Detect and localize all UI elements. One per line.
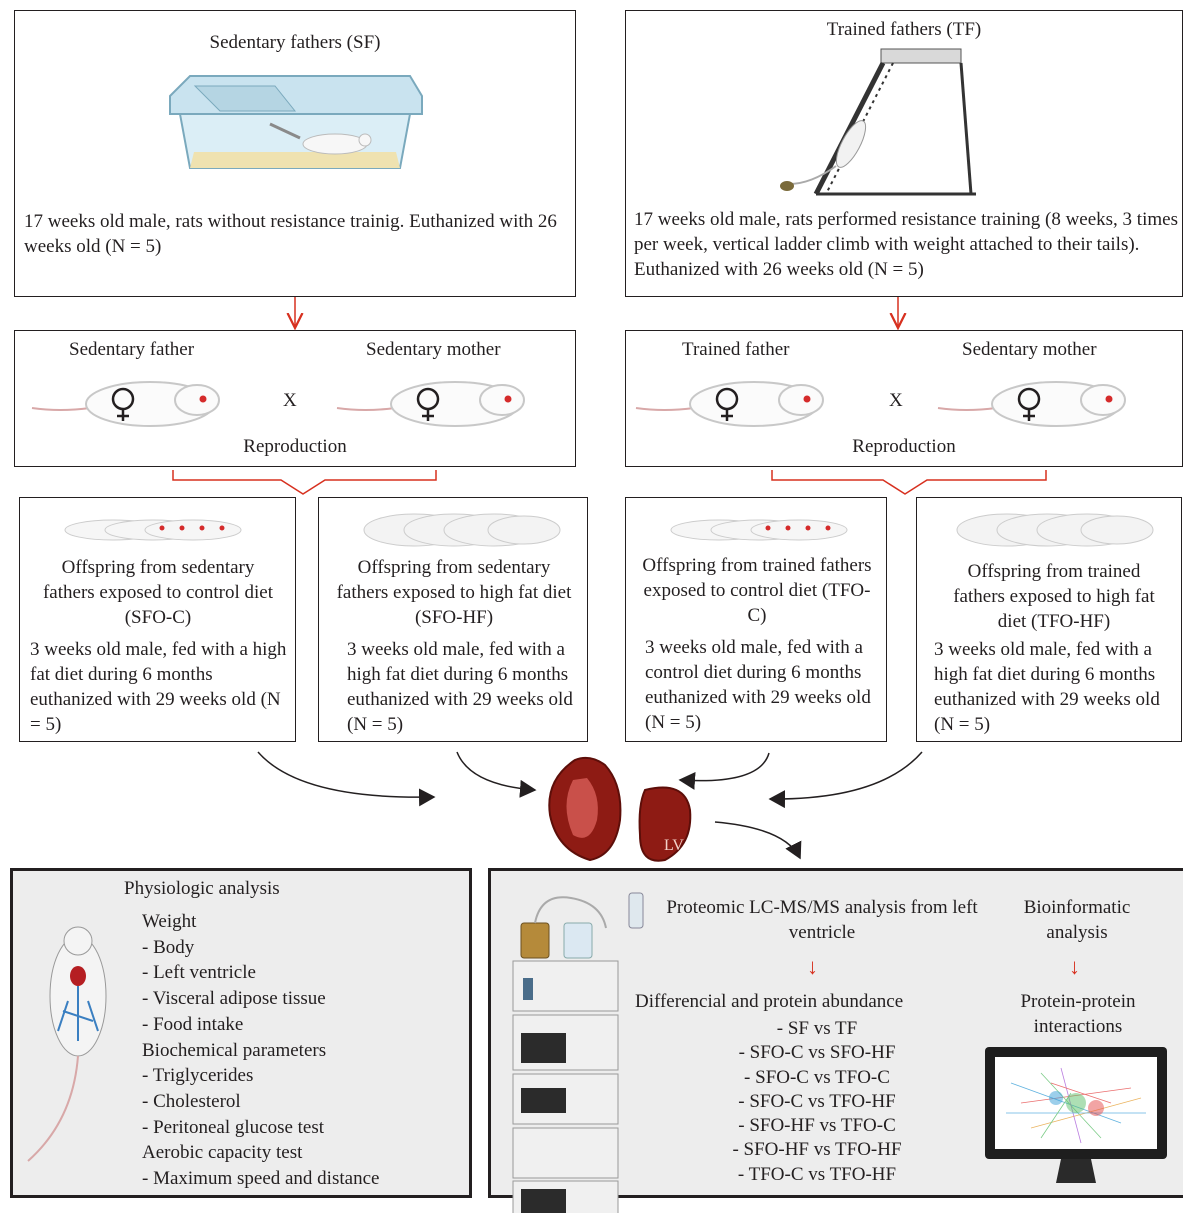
arrow-sfo-c-to-heart xyxy=(257,751,436,807)
tf-box: Trained fathers (TF) 17 weeks old male, … xyxy=(625,10,1183,297)
comparison-item: - SFO-HF vs TFO-HF xyxy=(732,1139,902,1161)
reproduction-right-box: Trained father Sedentary mother X Reprod… xyxy=(625,330,1183,467)
cross-symbol-left: X xyxy=(283,390,297,411)
reproduction-left-box: Sedentary father Sedentary mother X Repr… xyxy=(14,330,576,467)
bioinformatic-arrow: ↓ xyxy=(1069,954,1080,979)
ladder-illustration xyxy=(780,48,976,196)
proteomic-panel: Proteomic LC-MS/MS analysis from left ve… xyxy=(488,868,1183,1213)
offspring-title: Offspring from sedentary fathers exposed… xyxy=(42,557,274,628)
offspring-sfo-c-box: Offspring from sedentary fathers exposed… xyxy=(19,497,296,742)
offspring-rats-icon xyxy=(670,519,848,541)
monitor-network-illustration xyxy=(985,1047,1167,1183)
comparison-list: - SF vs TF - SFO-C vs SFO-HF - SFO-C vs … xyxy=(635,1017,999,1187)
bracket-left xyxy=(172,470,437,495)
proteomic-arrow: ↓ xyxy=(807,954,818,979)
comparison-item: - SFO-C vs TFO-HF xyxy=(738,1090,896,1112)
bioinformatic-result: Protein-protein interactions xyxy=(1020,991,1136,1037)
proteomic-subtitle: Differencial and protein abundance xyxy=(635,991,904,1012)
cage-illustration xyxy=(169,75,423,169)
reproduction-label-left: Reproduction xyxy=(243,436,347,457)
physiologic-panel: Physiologic analysis Weight - Body - Lef… xyxy=(10,868,472,1198)
physiologic-item: - Cholesterol xyxy=(142,1090,241,1112)
sf-description: 17 weeks old male, rats without resistan… xyxy=(24,211,557,257)
proteomic-title: Proteomic LC-MS/MS analysis from left ve… xyxy=(666,897,978,943)
comparison-item: - SF vs TF xyxy=(776,1018,858,1039)
physiologic-item: - Visceral adipose tissue xyxy=(142,988,326,1010)
trained-father-rat-icon xyxy=(635,381,824,427)
physiologic-item: - Food intake xyxy=(142,1013,244,1035)
offspring-rats-icon xyxy=(64,519,242,541)
offspring-description: 3 weeks old male, fed with a control die… xyxy=(645,637,871,733)
mother-rat-icon-right xyxy=(937,381,1126,427)
heart-illustration xyxy=(548,756,692,862)
offspring-description: 3 weeks old male, fed with a high fat di… xyxy=(30,639,287,735)
father-rat-icon xyxy=(31,381,220,427)
bracket-right xyxy=(771,470,1047,495)
sf-box: Sedentary fathers (SF) 17 weeks old male… xyxy=(14,10,576,297)
bioinformatic-title: Bioinformatic analysis xyxy=(1023,897,1131,943)
comparison-item: - SFO-C vs TFO-C xyxy=(744,1066,890,1088)
physiologic-item: Biochemical parameters xyxy=(142,1039,327,1061)
physiologic-item: - Left ventricle xyxy=(142,962,256,984)
physiologic-item: Aerobic capacity test xyxy=(142,1142,303,1164)
comparison-item: - SFO-HF vs TFO-C xyxy=(738,1115,896,1137)
lc-ms-instrument-illustration xyxy=(512,892,644,1213)
sf-title: Sedentary fathers (SF) xyxy=(209,32,381,53)
reproduction-label-right: Reproduction xyxy=(852,436,956,457)
offspring-title: Offspring from trained fathers exposed t… xyxy=(953,561,1155,632)
trained-father-label: Trained father xyxy=(682,339,790,360)
offspring-title: Offspring from trained fathers exposed t… xyxy=(642,555,872,626)
offspring-tfo-c-box: Offspring from trained fathers exposed t… xyxy=(625,497,887,742)
lv-label: LV xyxy=(664,837,684,854)
arrow-sfo-hf-to-heart xyxy=(456,751,537,798)
sedentary-mother-label-right: Sedentary mother xyxy=(962,339,1097,360)
arrow-tfo-hf-to-heart xyxy=(768,751,923,809)
offspring-title: Offspring from sedentary fathers exposed… xyxy=(336,557,572,628)
tf-description: 17 weeks old male, rats performed resist… xyxy=(634,209,1178,280)
offspring-description: 3 weeks old male, fed with a high fat di… xyxy=(934,639,1160,735)
offspring-description: 3 weeks old male, fed with a high fat di… xyxy=(347,639,573,735)
tf-title: Trained fathers (TF) xyxy=(826,19,982,40)
physiologic-list: Weight - Body - Left ventricle - Viscera… xyxy=(142,909,379,1192)
physiologic-item: - Peritoneal glucose test xyxy=(142,1116,325,1138)
physiologic-item: - Body xyxy=(142,936,195,958)
rat-anatomy-illustration xyxy=(27,926,107,1162)
offspring-rats-icon xyxy=(956,513,1154,547)
arrow-tfo-c-to-heart xyxy=(678,752,770,790)
physiologic-title: Physiologic analysis xyxy=(124,878,280,899)
comparison-item: - TFO-C vs TFO-HF xyxy=(737,1163,897,1185)
arrow-heart-to-proteomic xyxy=(714,821,802,860)
physiologic-item: Weight xyxy=(142,911,197,932)
offspring-tfo-hf-box: Offspring from trained fathers exposed t… xyxy=(916,497,1182,742)
physiologic-item: - Maximum speed and distance xyxy=(142,1168,380,1190)
comparison-item: - SFO-C vs SFO-HF xyxy=(738,1042,896,1064)
offspring-sfo-hf-box: Offspring from sedentary fathers exposed… xyxy=(318,497,588,742)
offspring-rats-icon xyxy=(363,513,561,547)
physiologic-item: - Triglycerides xyxy=(142,1065,254,1087)
sedentary-mother-label-left: Sedentary mother xyxy=(366,339,501,360)
cross-symbol-right: X xyxy=(889,390,903,411)
sedentary-father-label: Sedentary father xyxy=(69,339,195,360)
mother-rat-icon-left xyxy=(336,381,525,427)
